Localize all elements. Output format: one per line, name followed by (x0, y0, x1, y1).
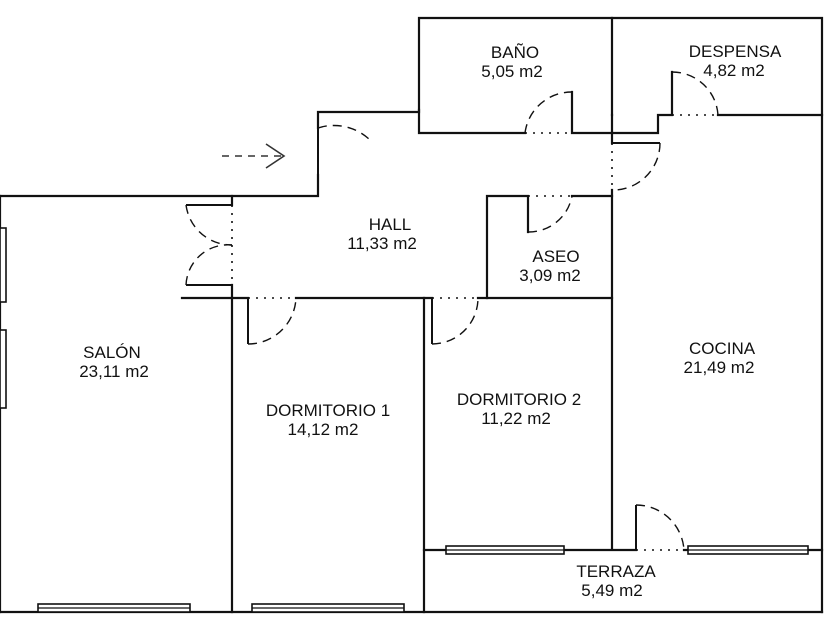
window-salon-left-upper (0, 227, 7, 303)
room-name-bano: BAÑO (491, 43, 539, 62)
room-name-dormitorio-2: DORMITORIO 2 (457, 390, 581, 409)
entrance-arrow-icon (222, 143, 286, 169)
room-area-bano: 5,05 m2 (481, 62, 542, 81)
room-area-dormitorio-1: 14,12 m2 (288, 420, 359, 439)
room-area-terraza: 5,49 m2 (581, 581, 642, 600)
door-dormitorio-1 (247, 297, 297, 345)
door-salon (185, 204, 233, 286)
door-cocina (611, 142, 661, 191)
door-aseo (527, 195, 573, 233)
wall-entry (0, 173, 320, 198)
wall-bano-bottom-right (570, 90, 614, 135)
room-name-aseo: ASEO (532, 247, 579, 266)
room-name-hall: HALL (369, 215, 412, 234)
wall-bano-bottom (417, 108, 527, 135)
room-name-dormitorio-1: DORMITORIO 1 (266, 401, 390, 420)
window-cocina-terraza (687, 545, 809, 555)
window-dormitorio-2-terraza (445, 545, 565, 555)
room-area-salon: 23,11 m2 (79, 362, 149, 381)
wall-salon-jamb-bottom (180, 283, 234, 300)
door-bano (524, 91, 573, 134)
room-name-terraza: TERRAZA (576, 562, 656, 581)
room-area-despensa: 4,82 m2 (703, 61, 764, 80)
doors (185, 71, 719, 551)
room-name-cocina: COCINA (689, 339, 756, 358)
room-area-hall: 11,33 m2 (347, 234, 417, 253)
windows (0, 227, 809, 613)
wall-despensa-bottom-left (610, 70, 674, 135)
room-area-aseo: 3,09 m2 (519, 266, 580, 285)
room-labels: BAÑO 5,05 m2 DESPENSA 4,82 m2 HALL 11,33… (79, 42, 782, 600)
door-entrance (317, 124, 371, 175)
window-salon-left-lower (0, 329, 7, 409)
window-salon-bottom (37, 603, 191, 613)
wall-top-block (417, 16, 824, 614)
room-area-dormitorio-2: 11,22 m2 (481, 409, 551, 428)
room-name-despensa: DESPENSA (689, 42, 782, 61)
door-terraza (635, 504, 685, 551)
door-despensa (671, 71, 719, 116)
wall-hall-top (316, 110, 421, 130)
walls (0, 16, 824, 614)
door-dormitorio-2 (431, 297, 479, 345)
room-name-salon: SALÓN (83, 343, 141, 362)
room-area-cocina: 21,49 m2 (684, 358, 755, 377)
window-dormitorio-1-bottom (251, 603, 405, 613)
